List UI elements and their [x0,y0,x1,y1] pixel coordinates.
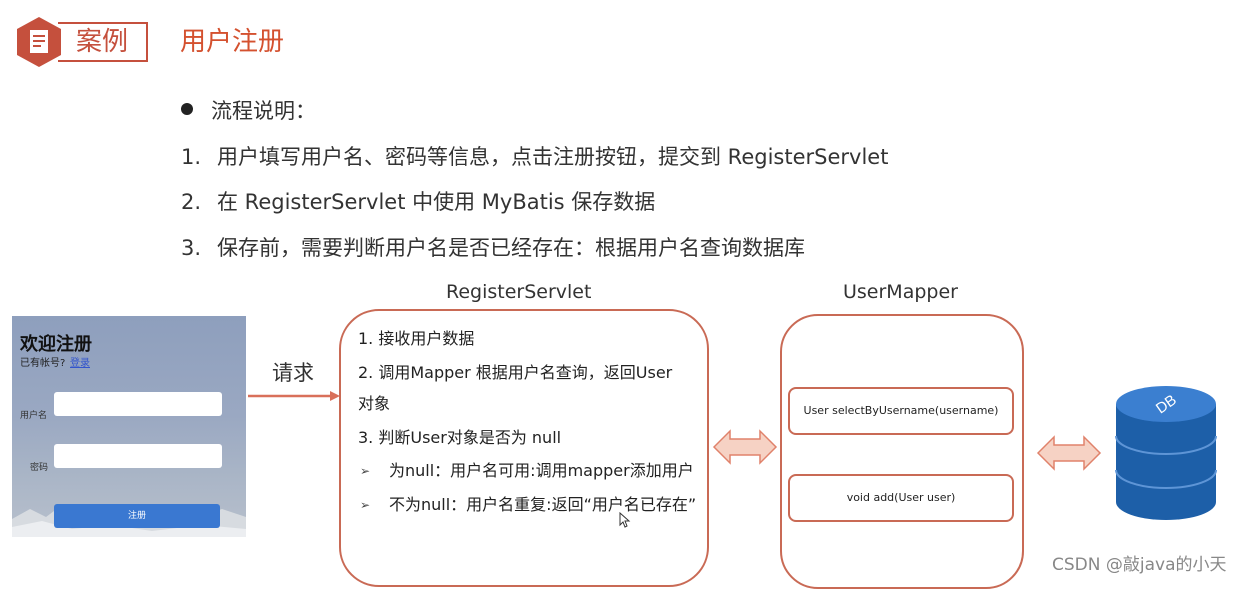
case-tag: 案例 [76,27,129,57]
form-subtitle: 已有帐号? [20,358,66,369]
arrow-bullet-icon: ➢ [360,464,371,478]
form-title: 欢迎注册 [20,334,92,355]
username-label: 用户名 [20,411,48,421]
mouse-cursor-icon [619,512,631,528]
case-tag-frame [58,22,148,62]
mapper-box [780,314,1024,589]
step-text: 在 RegisterServlet 中使用 MyBatis 保存数据 [217,190,656,214]
servlet-step: 2. 调用Mapper 根据用户名查询，返回User [358,363,673,382]
slide-title: 用户注册 [180,27,285,57]
select-method: User selectByUsername(username) [788,387,1014,435]
bidirectional-arrow-icon [712,429,778,465]
step-number: 2. [181,190,202,214]
register-form-preview: 欢迎注册 已有帐号? 登录 用户名 密码 注册 [12,316,246,537]
bidirectional-arrow-icon [1036,435,1102,471]
step-text: 保存前，需要判断用户名是否已经存在：根据用户名查询数据库 [217,236,805,260]
servlet-step: 1. 接收用户数据 [358,329,475,348]
mapper-title: UserMapper [843,281,958,303]
step-number: 1. [181,145,202,169]
servlet-step: 3. 判断User对象是否为 null [358,428,562,447]
add-method: void add(User user) [788,474,1014,522]
password-label: 密码 [30,463,49,473]
database-icon: DB [1115,386,1217,520]
request-label: 请求 [272,361,314,385]
arrow-bullet-icon: ➢ [360,498,371,512]
bullet-dot [181,103,193,115]
servlet-subitem: 为null：用户名可用:调用mapper添加用户 [389,461,694,480]
login-link[interactable]: 登录 [70,358,90,369]
case-badge-icon [17,17,61,67]
step-number: 3. [181,236,202,260]
servlet-step: 对象 [358,394,391,413]
request-arrow-icon [248,391,340,401]
process-heading: 流程说明： [211,99,316,123]
register-button[interactable]: 注册 [54,504,220,528]
servlet-subitem: 不为null：用户名重复:返回“用户名已存在” [389,495,697,514]
servlet-title: RegisterServlet [446,281,592,303]
username-field[interactable] [54,392,222,416]
password-field[interactable] [54,444,222,468]
watermark: CSDN @敲java的小天 [1052,555,1227,575]
step-text: 用户填写用户名、密码等信息，点击注册按钮，提交到 RegisterServlet [217,145,889,169]
